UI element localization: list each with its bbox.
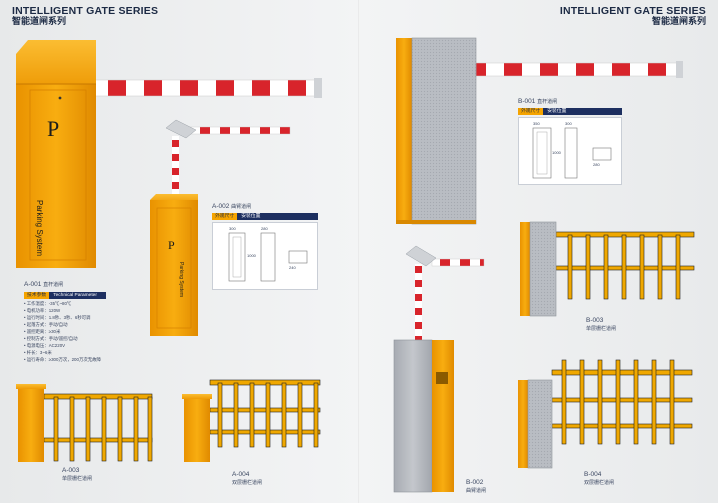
b001-dim-base: 280 — [593, 162, 600, 167]
spec-row: • 运行寿命：≥300万次，200万次无故障 — [24, 357, 101, 362]
b004-name: 双层栅栏道闸 — [584, 480, 615, 486]
a001-boom-tip — [314, 78, 322, 98]
a002-tag-left: 外观尺寸 — [212, 213, 238, 220]
b001-dim-tag: 外观尺寸 安装位置 — [518, 108, 622, 115]
a001-cabinet — [16, 84, 96, 268]
a004-name: 双层栅栏道闸 — [232, 480, 263, 486]
tech-tag-right: Technical Parameter — [49, 292, 106, 299]
a002-dim-tag: 外观尺寸 安装位置 — [212, 213, 318, 220]
a004-code: A-004 — [232, 471, 250, 478]
b001-dimension-diagram: 350 300 1000 280 — [518, 117, 622, 185]
a004-cabinet — [184, 396, 210, 462]
spec-row: • 控制方式：手动/遥控/自动 — [24, 336, 78, 341]
b001-name: 直杆道闸 — [537, 99, 558, 105]
a001-spec-list: • 工作温度：-35℃~80℃ • 电机功率：120W • 运行时间：1.8秒、… — [24, 300, 119, 363]
b004-gate-illustration — [518, 359, 693, 469]
spec-row: • 运行时间：1.8秒、3秒、6秒可调 — [24, 315, 91, 320]
a002-cabinet-letter: P — [168, 238, 175, 252]
header-left: INTELLIGENT GATE SERIES 智能道闸系列 — [12, 5, 159, 27]
b001-label: B-001 直杆道闸 — [518, 98, 557, 105]
a002-cabinet — [150, 200, 198, 336]
b003-name: 单层栅栏道闸 — [586, 326, 617, 332]
a002-label: A-002 曲臂道闸 — [212, 203, 251, 210]
b001-tag-left: 外观尺寸 — [518, 108, 544, 115]
spec-row: • 电机功率：120W — [24, 308, 61, 313]
b001-boom-arm — [475, 62, 681, 77]
b003-cabinet — [529, 221, 557, 317]
header-right: INTELLIGENT GATE SERIES 智能道闸系列 — [559, 5, 706, 27]
b002-label: B-002 曲臂道闸 — [466, 478, 486, 496]
tech-tag-left: 技术参数 — [24, 292, 50, 299]
b001-dim-depth: 300 — [565, 121, 572, 126]
a002-dim-base: 240 — [289, 265, 296, 270]
a002-gate-illustration — [150, 119, 291, 336]
a004-label: A-004 双层栅栏道闸 — [232, 470, 262, 488]
a001-cabinet-brand: Parking System — [35, 200, 44, 257]
b003-gate-illustration — [520, 221, 695, 317]
b002-code: B-002 — [466, 479, 484, 486]
a002-cabinet-brand: Parking System — [178, 262, 184, 298]
b004-top-rail — [551, 369, 693, 376]
a002-dimension-diagram: 300 280 1000 240 — [212, 222, 318, 290]
b001-code: B-001 — [518, 98, 536, 105]
b004-label: B-004 双层栅栏道闸 — [584, 470, 614, 488]
spec-row: • 工作温度：-35℃~80℃ — [24, 301, 72, 306]
b001-dim-width: 350 — [533, 121, 540, 126]
a002-code: A-002 — [212, 203, 230, 210]
b001-cabinet-panel — [411, 37, 477, 225]
header-right-cn: 智能道闸系列 — [651, 16, 706, 27]
a001-boom-arm — [94, 79, 320, 97]
b002-cabinet-panel — [393, 339, 433, 493]
header-right-en: INTELLIGENT GATE SERIES — [559, 5, 706, 17]
b002-lower-arm — [415, 264, 422, 342]
a002-upper-arm — [189, 126, 291, 135]
a003-cabinet — [18, 386, 44, 462]
a002-name: 曲臂道闸 — [231, 204, 252, 210]
a004-gate-illustration — [182, 379, 321, 462]
a003-gate-illustration — [16, 384, 153, 462]
a002-lower-arm — [172, 136, 179, 198]
a001-label: A-001 直杆道闸 — [24, 281, 63, 288]
spec-row: • 杆长：3~6米 — [24, 350, 52, 355]
a002-dim-depth: 280 — [261, 226, 268, 231]
a002-dim-height: 1000 — [247, 253, 256, 258]
a002-hinge — [165, 119, 197, 139]
b001-dim-height: 1000 — [552, 150, 561, 155]
a002-dim-width: 300 — [229, 226, 236, 231]
a004-top-rail — [209, 379, 321, 386]
b002-gate-illustration — [393, 245, 485, 493]
b003-code: B-003 — [586, 317, 604, 324]
page-fold — [358, 0, 360, 503]
a003-name: 单层栅栏道闸 — [62, 476, 93, 482]
a003-code: A-003 — [62, 467, 80, 474]
b003-label: B-003 单层栅栏道闸 — [586, 316, 616, 334]
b001-gate-illustration — [396, 37, 683, 225]
spec-row: • 电源电压：AC220V — [24, 343, 66, 348]
a003-label: A-003 单层栅栏道闸 — [62, 466, 92, 484]
a001-code: A-001 — [24, 281, 42, 288]
a001-cabinet-top — [16, 40, 96, 88]
header-left-en: INTELLIGENT GATE SERIES — [12, 5, 159, 17]
spec-row: • 起落方式：手动/自动 — [24, 322, 68, 327]
b001-tag-right: 安装位置 — [543, 108, 622, 115]
b002-name: 曲臂道闸 — [466, 488, 487, 494]
a001-cabinet-letter: P — [47, 116, 60, 141]
a001-gate-illustration — [16, 40, 322, 268]
spec-row: • 遥控距离：≥30米 — [24, 329, 61, 334]
b001-cabinet-frame — [396, 38, 412, 224]
a002-tag-right: 安装位置 — [237, 213, 318, 220]
b002-upper-arm — [431, 258, 485, 267]
header-left-cn: 智能道闸系列 — [12, 16, 67, 27]
b004-cabinet — [527, 379, 553, 469]
b002-cabinet-frame — [432, 340, 454, 492]
a001-name: 直杆道闸 — [43, 282, 64, 288]
a001-tech-tag: 技术参数 Technical Parameter — [24, 292, 106, 299]
b004-code: B-004 — [584, 471, 602, 478]
